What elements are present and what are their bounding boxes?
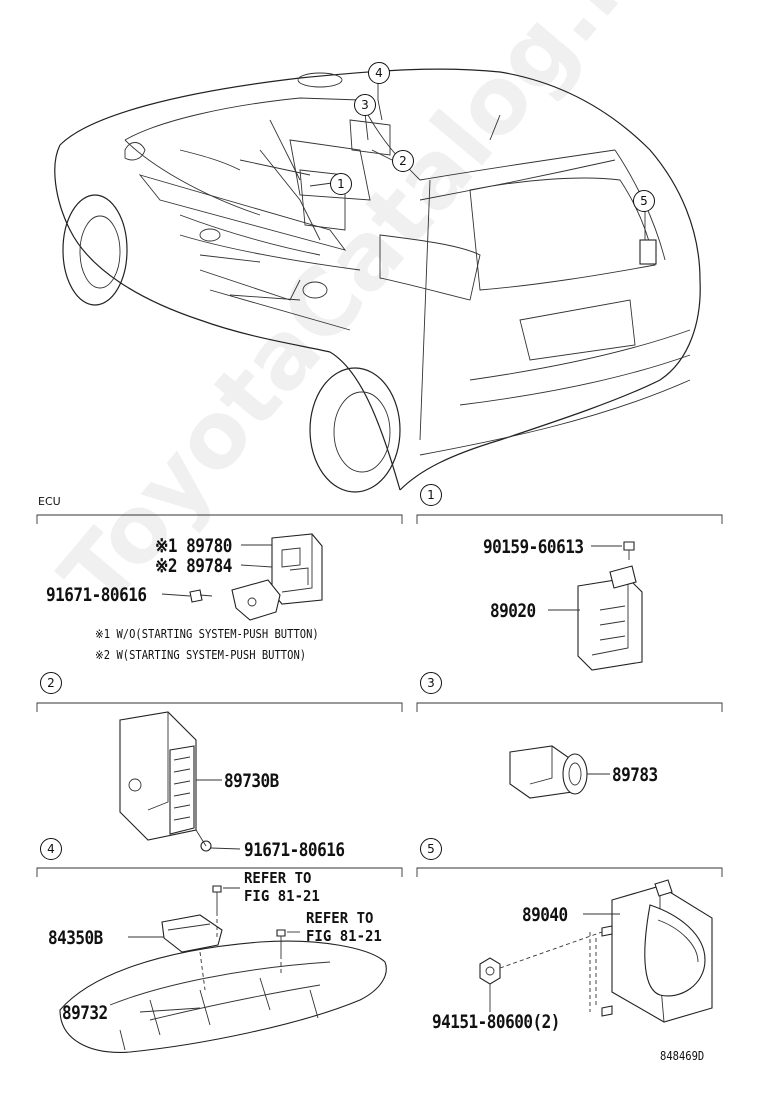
s4-refer-b-line2: FIG 81-21 [306,927,382,946]
car-callout-5: 5 [633,190,655,212]
s2-bolt-91671-80616: 91671-80616 [244,838,345,861]
diagram-id: 848469D [660,1049,705,1064]
s4-refer-b-line1: REFER TO [306,909,374,928]
section-3-number: 3 [420,672,442,694]
ecu-part-89784: ※2 89784 [155,554,232,577]
ecu-illustration [161,533,323,621]
section2-illustration [119,711,241,852]
ecu-note-1: ※1 W/O(STARTING SYSTEM-PUSH BUTTON) [95,627,319,642]
s4-refer-a-line1: REFER TO [244,869,312,888]
section-1-number: 1 [420,484,442,506]
s5-part-89040: 89040 [522,903,568,926]
ecu-part-89780: ※1 89780 [155,534,232,557]
ecu-section-title: ECU [38,495,61,508]
section-5-number: 5 [420,838,442,860]
section-4-number: 4 [40,838,62,860]
section4-illustration [59,885,387,1053]
s4-refer-a-line2: FIG 81-21 [244,887,320,906]
car-callout-2: 2 [392,150,414,172]
car-callout-1: 1 [330,173,352,195]
section-2-number: 2 [40,672,62,694]
s1-part-89020: 89020 [490,599,536,622]
ecu-note-2: ※2 W(STARTING SYSTEM-PUSH BUTTON) [95,648,307,663]
s4-part-84350B: 84350B [48,926,103,949]
section1-illustration [548,541,643,671]
car-callout-4: 4 [368,62,390,84]
s3-part-89783: 89783 [612,763,658,786]
s1-screw-90159-60613: 90159-60613 [483,535,584,558]
section-frames [36,514,723,877]
s4-part-89732: 89732 [62,1001,108,1024]
section3-illustration [509,745,610,799]
s5-nut-94151-80600: 94151-80600(2) [432,1010,560,1033]
s2-part-89730B: 89730B [224,769,279,792]
car-callout-3: 3 [354,94,376,116]
section5-illustration [479,879,713,1023]
car-overview-illustration [54,68,701,493]
ecu-bolt-91671-80616: 91671-80616 [46,583,147,606]
